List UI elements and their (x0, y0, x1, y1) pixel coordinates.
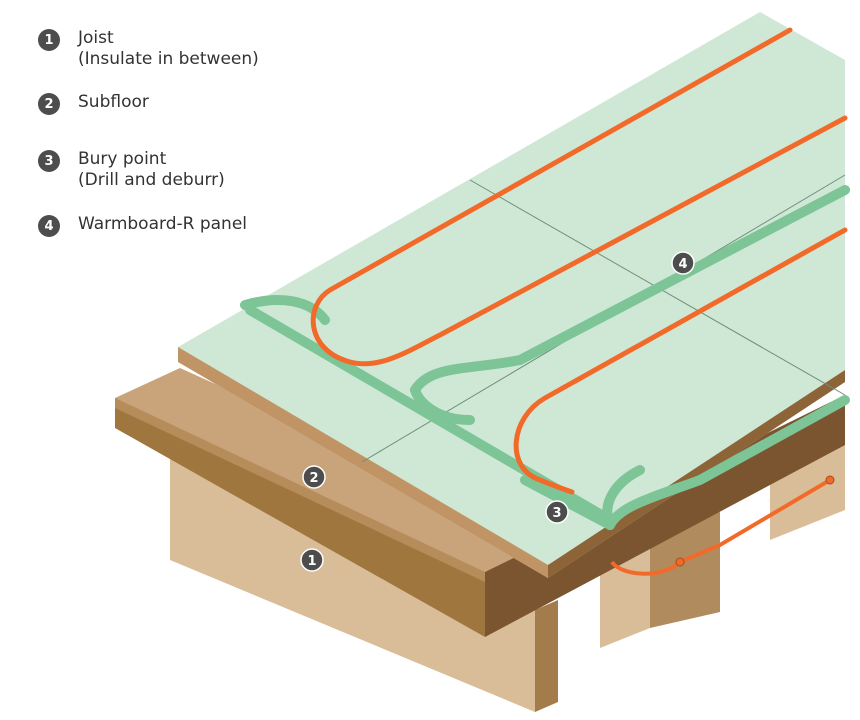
legend-item-panel: 4 Warmboard-R panel (38, 214, 247, 237)
tubing-entry-point (675, 557, 685, 567)
marker-subfloor: 2 (302, 465, 326, 489)
legend-number-badge: 1 (38, 29, 60, 51)
svg-text:4: 4 (678, 257, 687, 272)
marker-panel: 4 (671, 251, 695, 275)
legend-subtitle: (Insulate in between) (78, 49, 259, 69)
marker-joist: 1 (300, 548, 324, 572)
legend-title: Joist (78, 28, 114, 48)
tubing (310, 27, 848, 495)
svg-text:3: 3 (552, 506, 561, 521)
joist (170, 455, 558, 712)
legend-number-badge: 2 (38, 93, 60, 115)
marker-bury-point: 3 (545, 500, 569, 524)
legend-title: Bury point (78, 149, 167, 169)
subfloor (115, 368, 845, 637)
legend-title: Subfloor (78, 92, 149, 112)
svg-text:2: 2 (309, 471, 318, 486)
legend-title: Warmboard-R panel (78, 214, 247, 234)
legend-item-joist: 1 Joist (Insulate in between) (38, 28, 259, 70)
legend-number-badge: 3 (38, 150, 60, 172)
legend-item-subfloor: 2 Subfloor (38, 92, 149, 115)
tubing-exit-point (825, 475, 835, 485)
svg-text:1: 1 (307, 554, 316, 569)
legend-item-bury-point: 3 Bury point (Drill and deburr) (38, 149, 225, 191)
legend-number-badge: 4 (38, 215, 60, 237)
legend-subtitle: (Drill and deburr) (78, 170, 225, 190)
